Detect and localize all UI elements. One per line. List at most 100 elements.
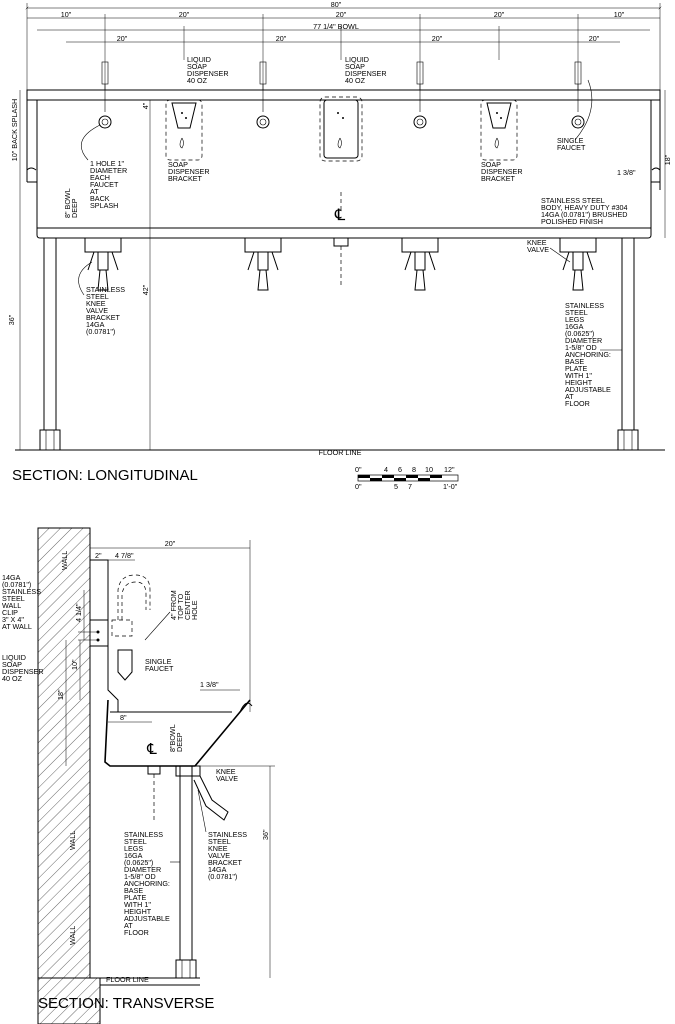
svg-text:STEEL: STEEL — [565, 308, 588, 317]
dim-18: 18" — [663, 154, 672, 165]
svg-text:FAUCET: FAUCET — [145, 664, 174, 673]
svg-text:BASE: BASE — [565, 357, 584, 366]
svg-text:(0.0625"): (0.0625") — [565, 329, 594, 338]
svg-text:LIQUID: LIQUID — [345, 55, 369, 64]
legs — [39, 237, 639, 451]
dim-t-4-1-4: 4 1/4" — [74, 603, 83, 622]
svg-text:BRACKET: BRACKET — [208, 858, 243, 867]
knee-valve-2-icon — [244, 237, 282, 291]
svg-text:HEIGHT: HEIGHT — [565, 378, 593, 387]
label-soap-dispenser-1: LIQUID SOAP DISPENSER 40 OZ — [187, 55, 229, 85]
svg-text:BRACKET: BRACKET — [481, 174, 516, 183]
svg-text:40 OZ: 40 OZ — [2, 674, 23, 683]
dim-20-e: 20" — [276, 34, 287, 43]
svg-text:HOLE: HOLE — [190, 600, 199, 620]
svg-text:3" X 4": 3" X 4" — [2, 615, 24, 624]
svg-text:DIAMETER: DIAMETER — [124, 865, 161, 874]
svg-text:8" BOWL: 8" BOWL — [63, 188, 72, 218]
dim-20-b: 20" — [336, 10, 347, 19]
dim-10-right: 10" — [614, 10, 625, 19]
knee-valves — [84, 237, 597, 291]
svg-text:SOAP: SOAP — [481, 160, 501, 169]
svg-text:SOAP: SOAP — [345, 62, 365, 71]
svg-text:STAINLESS: STAINLESS — [86, 285, 125, 294]
dim-4: 4" — [141, 102, 150, 109]
centerline-symbol-transverse: ℄ — [146, 741, 157, 758]
soap-dispenser-2-icon — [319, 96, 363, 162]
svg-text:DISPENSER: DISPENSER — [2, 667, 44, 676]
svg-text:LIQUID: LIQUID — [2, 653, 26, 662]
svg-text:VALVE: VALVE — [208, 851, 230, 860]
svg-text:STAINLESS: STAINLESS — [124, 830, 163, 839]
svg-text:(0.0625"): (0.0625") — [124, 858, 153, 867]
dim-t-36: 36" — [261, 829, 270, 840]
label-knee-valve: KNEE VALVE — [527, 238, 571, 263]
wall-label-mid: WALL — [68, 831, 77, 850]
svg-text:16GA: 16GA — [565, 322, 584, 331]
dim-36-left: 36" — [7, 314, 16, 325]
svg-text:ANCHORING:: ANCHORING: — [124, 879, 170, 888]
svg-text:KNEE: KNEE — [208, 844, 228, 853]
svg-text:(0.0781"): (0.0781") — [86, 327, 115, 336]
label-legs: STAINLESS STEEL LEGS 16GA (0.0625") DIAM… — [565, 301, 622, 408]
svg-text:LIQUID: LIQUID — [187, 55, 211, 64]
label-from-top: 4" FROM TOP TO CENTER HOLE — [144, 590, 199, 641]
label-single-faucet: SINGLE FAUCET — [557, 79, 593, 152]
svg-text:BODY, HEAVY DUTY #304: BODY, HEAVY DUTY #304 — [541, 203, 628, 212]
svg-text:KNEE: KNEE — [527, 238, 547, 247]
svg-text:4: 4 — [384, 465, 388, 474]
label-soap-side: LIQUID SOAP DISPENSER 40 OZ — [2, 653, 44, 683]
svg-text:STAINLESS STEEL: STAINLESS STEEL — [541, 196, 605, 205]
wall-label-bottom: WALL — [68, 926, 77, 945]
svg-text:AT: AT — [565, 392, 574, 401]
svg-text:14GA (0.0781") BRUSHED: 14GA (0.0781") BRUSHED — [541, 210, 627, 219]
dim-t-2: 2" — [95, 551, 102, 560]
svg-text:ADJUSTABLE: ADJUSTABLE — [565, 385, 611, 394]
dim-42: 42" — [141, 284, 150, 295]
svg-text:1-5/8" OD: 1-5/8" OD — [565, 343, 597, 352]
label-soap-dispenser-2: LIQUID SOAP DISPENSER 40 OZ — [345, 55, 387, 85]
svg-text:DIAMETER: DIAMETER — [565, 336, 602, 345]
svg-text:VALVE: VALVE — [216, 774, 238, 783]
svg-text:FAUCET: FAUCET — [557, 143, 586, 152]
svg-text:SOAP: SOAP — [168, 160, 188, 169]
svg-text:DEEP: DEEP — [175, 732, 184, 752]
svg-text:STEEL: STEEL — [208, 837, 231, 846]
svg-text:WITH 1": WITH 1" — [124, 900, 151, 909]
label-dispenser-bracket-2: SOAP DISPENSER BRACKET — [481, 160, 523, 183]
svg-text:0": 0" — [355, 465, 362, 474]
label-wall-clip: 14GA (0.0781") STAINLESS STEEL WALL CLIP… — [2, 573, 41, 631]
svg-text:4" FROM: 4" FROM — [169, 590, 178, 620]
svg-text:ANCHORING:: ANCHORING: — [565, 350, 611, 359]
soap-side-icon — [117, 649, 133, 681]
knee-valve-3-icon — [401, 237, 439, 291]
svg-text:DISPENSER: DISPENSER — [481, 167, 523, 176]
svg-text:6: 6 — [398, 465, 402, 474]
section-title-transverse: SECTION: TRANSVERSE — [38, 995, 214, 1012]
svg-text:WITH 1": WITH 1" — [565, 371, 592, 380]
floor-line-label-side: FLOOR LINE — [106, 975, 149, 984]
drain: ℄ — [333, 192, 349, 285]
knee-valve-4-icon — [559, 237, 597, 291]
soap-dispensers — [165, 96, 518, 162]
dim-back-splash: 10" BACK SPLASH — [10, 99, 19, 161]
svg-text:7: 7 — [408, 482, 412, 491]
svg-text:BRACKET: BRACKET — [86, 313, 121, 322]
svg-text:0": 0" — [355, 482, 362, 491]
svg-text:STAINLESS: STAINLESS — [208, 830, 247, 839]
dim-20-c: 20" — [494, 10, 505, 19]
faucets — [98, 61, 585, 129]
svg-text:HEIGHT: HEIGHT — [124, 907, 152, 916]
drain-side — [147, 765, 161, 775]
svg-text:14GA: 14GA — [86, 320, 105, 329]
svg-text:STEEL: STEEL — [124, 837, 147, 846]
label-knee-valve-side: KNEE VALVE — [216, 767, 238, 783]
faucet-side-icon — [111, 574, 151, 637]
svg-text:KNEE: KNEE — [216, 767, 236, 776]
dim-20-a: 20" — [179, 10, 190, 19]
longitudinal-section: 80" 10" 20" 20" 20" 10" 77 1/4" BOWL 20"… — [7, 0, 672, 491]
soap-dispenser-1-icon — [165, 99, 203, 161]
dim-ticks-row1 — [104, 14, 579, 90]
svg-text:LEGS: LEGS — [124, 844, 143, 853]
